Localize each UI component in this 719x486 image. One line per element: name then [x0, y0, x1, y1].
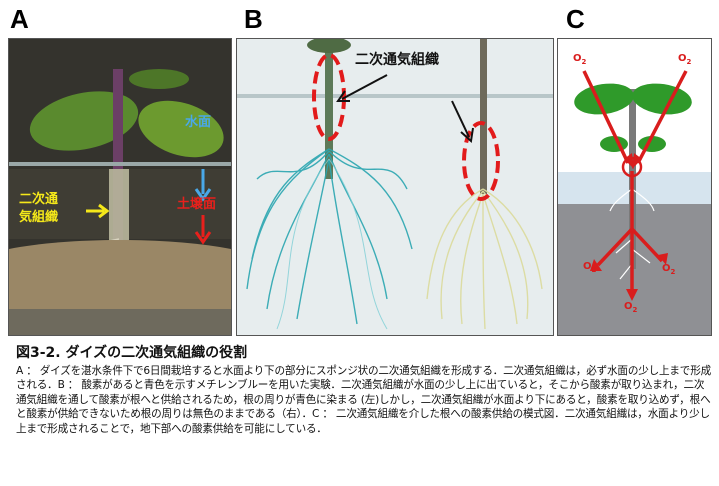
methylene-blue-root-staining-illustration — [237, 39, 553, 335]
oxygen-supply-diagram — [558, 39, 711, 335]
figure-caption-body: A ： ダイズを湛水条件下で6日間栽培すると水面より下の部分にスポンジ状の二次通… — [16, 365, 711, 435]
oxygen-label-5: O2 — [624, 301, 638, 314]
oxygen-label-1: O2 — [573, 53, 587, 66]
oxygen-label-3: O2 — [583, 261, 597, 274]
figure-caption: 図3-2. ダイズの二次通気組織の役割 A ： ダイズを湛水条件下で6日間栽培す… — [16, 342, 712, 436]
soybean-flooded-stem-illustration — [9, 39, 231, 335]
panel-letter-b: B — [244, 4, 263, 34]
figure-title: 図3-2. ダイズの二次通気組織の役割 — [16, 345, 248, 361]
panel-letter-a: A — [10, 4, 29, 34]
aerenchyma-label: 二次通 気組織 — [19, 192, 59, 225]
soil-surface-label: 土壌面 — [177, 197, 217, 212]
water-surface-label: 水面 — [185, 115, 212, 130]
panel-letter-c: C — [566, 4, 585, 34]
panel-a-photo: 水面 二次通 気組織 土壌面 — [8, 38, 232, 336]
oxygen-label-4: O2 — [662, 263, 676, 276]
oxygen-label-2: O2 — [678, 53, 692, 66]
aerenchyma-label-b: 二次通気組織 — [355, 52, 439, 68]
panel-c-schematic: O2 O2 O2 O2 O2 — [557, 38, 712, 336]
panel-b-photo: 二次通気組織 — [236, 38, 554, 336]
